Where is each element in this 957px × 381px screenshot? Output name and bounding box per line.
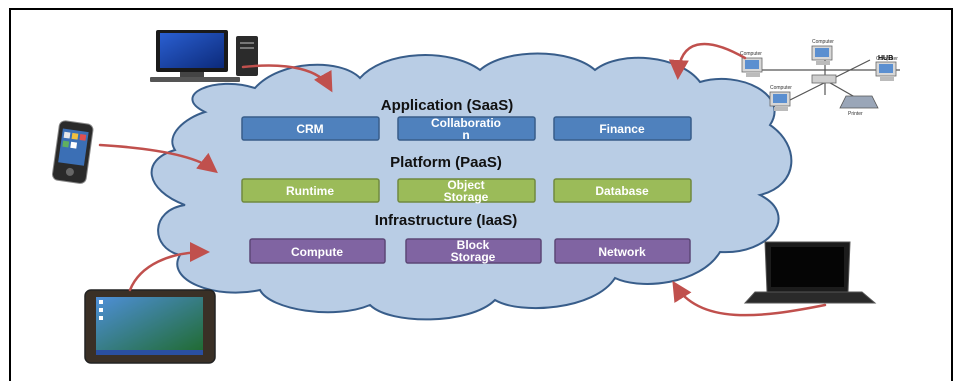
- laptop-icon: [743, 241, 877, 304]
- paas-boxes: Runtime Object Storage Database: [241, 178, 692, 204]
- box-network-label: Network: [598, 245, 646, 259]
- desktop-computer-icon: [150, 30, 258, 82]
- diagram-frame: [9, 8, 953, 381]
- box-object-storage: [397, 178, 536, 203]
- arrow-phone-to-cloud: [98, 143, 218, 174]
- box-network: [554, 238, 691, 264]
- computer-label-4: Computer: [770, 85, 792, 91]
- box-compute-label: Compute: [291, 245, 343, 259]
- hub-label: HUB: [878, 55, 893, 62]
- box-block-storage-label-2: Storage: [451, 250, 496, 264]
- box-collaboration-label-2: n: [462, 128, 469, 142]
- computer-label-1: Computer: [740, 51, 762, 57]
- hub-network-icon: HUB Computer Computer Computer Computer …: [740, 39, 900, 117]
- box-finance: [553, 116, 692, 141]
- computer-label-3: Computer: [876, 56, 898, 62]
- box-compute: [249, 238, 386, 264]
- box-collaboration: [397, 116, 536, 141]
- mobile-phone-icon: [51, 120, 94, 184]
- iaas-boxes: Compute Block Storage Network: [249, 238, 691, 264]
- tablet-icon: [84, 289, 216, 364]
- computer-label-2: Computer: [812, 39, 834, 45]
- saas-boxes: CRM Collaboratio n Finance: [241, 116, 692, 142]
- layer-title-saas: Application (SaaS): [381, 97, 514, 114]
- box-database: [553, 178, 692, 203]
- arrow-desktop-to-cloud: [241, 64, 333, 93]
- arrow-laptop-to-cloud: [672, 280, 827, 317]
- layer-title-iaas: Infrastructure (IaaS): [375, 212, 518, 229]
- box-object-storage-label-1: Object: [447, 178, 484, 192]
- box-runtime: [241, 178, 380, 203]
- arrow-tablet-to-cloud: [128, 242, 210, 292]
- arrow-hub-to-cloud: [668, 42, 747, 80]
- box-database-label: Database: [595, 184, 649, 198]
- box-crm: [241, 116, 380, 141]
- box-block-storage: [405, 238, 542, 264]
- connection-arrows: [98, 42, 827, 317]
- box-runtime-label: Runtime: [286, 184, 334, 198]
- box-block-storage-label-1: Block: [457, 238, 490, 252]
- box-finance-label: Finance: [599, 122, 645, 136]
- layer-title-paas: Platform (PaaS): [390, 154, 502, 171]
- box-collaboration-label-1: Collaboratio: [431, 116, 501, 130]
- box-object-storage-label-2: Storage: [444, 190, 489, 204]
- printer-label: Printer: [848, 111, 863, 117]
- box-crm-label: CRM: [296, 122, 323, 136]
